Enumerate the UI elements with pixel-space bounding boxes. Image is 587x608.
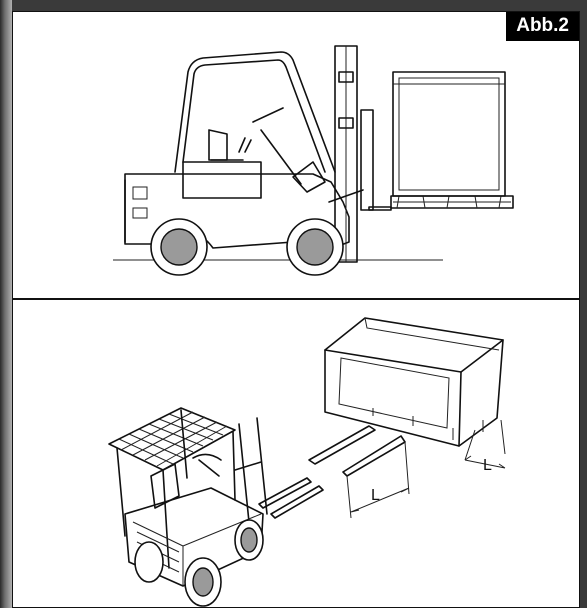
forklift-fork-upper [258,477,312,509]
forklift-side-view-icon [113,45,514,276]
crate-dimension-lines [464,419,506,469]
rear-grille [132,207,148,219]
page-edge-shadow [0,0,12,608]
front-wheel-3d-hub [192,567,214,597]
crate [392,71,506,197]
overhead-guard [174,51,336,173]
seat-3d [150,463,180,509]
mast-roller-upper [338,71,354,83]
fork-dimension-lines [346,441,410,519]
mast-roller-lower [338,117,354,129]
crate-front-panel [338,357,450,429]
fork-carriage [360,109,374,211]
crate-corner-edge [458,371,462,447]
overhead-guard-roof [108,407,236,471]
forklift-isometric-view-icon: L L [108,317,506,607]
figure-panel-isometric-view: L L [12,299,580,608]
crate-dimension-label: L [483,457,492,474]
crate-feet [372,408,484,440]
dashboard [292,161,326,193]
control-levers [238,137,252,153]
rear-wheel-3d [134,541,164,583]
crate-top-front-edge [324,339,504,373]
crate-3d-outline [324,317,504,447]
pallet-planks [393,195,511,209]
steering-wheel [252,107,284,123]
overhead-guard-grid [118,411,228,467]
steering-3d [192,453,222,477]
tilt-cylinder [328,189,364,203]
fork-dimension-label: L [371,487,380,504]
fork-tine [368,206,392,211]
seat-back [208,129,228,161]
engine-cover [182,161,262,199]
rear-wheel-hub [160,228,198,266]
front-wheel-hub [296,228,334,266]
figure-label: Abb.2 [506,12,579,41]
crate-inner [398,77,500,191]
figure-panel-side-view: Abb.2 [12,11,580,299]
crate-lid-edge [364,317,500,351]
front-wheel-3d-far-hub [240,527,258,553]
overhead-guard-pillars [116,409,236,569]
overhead-guard-inner [182,59,326,173]
rear-light [132,186,148,200]
loose-fork-left [308,425,376,465]
forklift-fork-lower [270,485,324,519]
